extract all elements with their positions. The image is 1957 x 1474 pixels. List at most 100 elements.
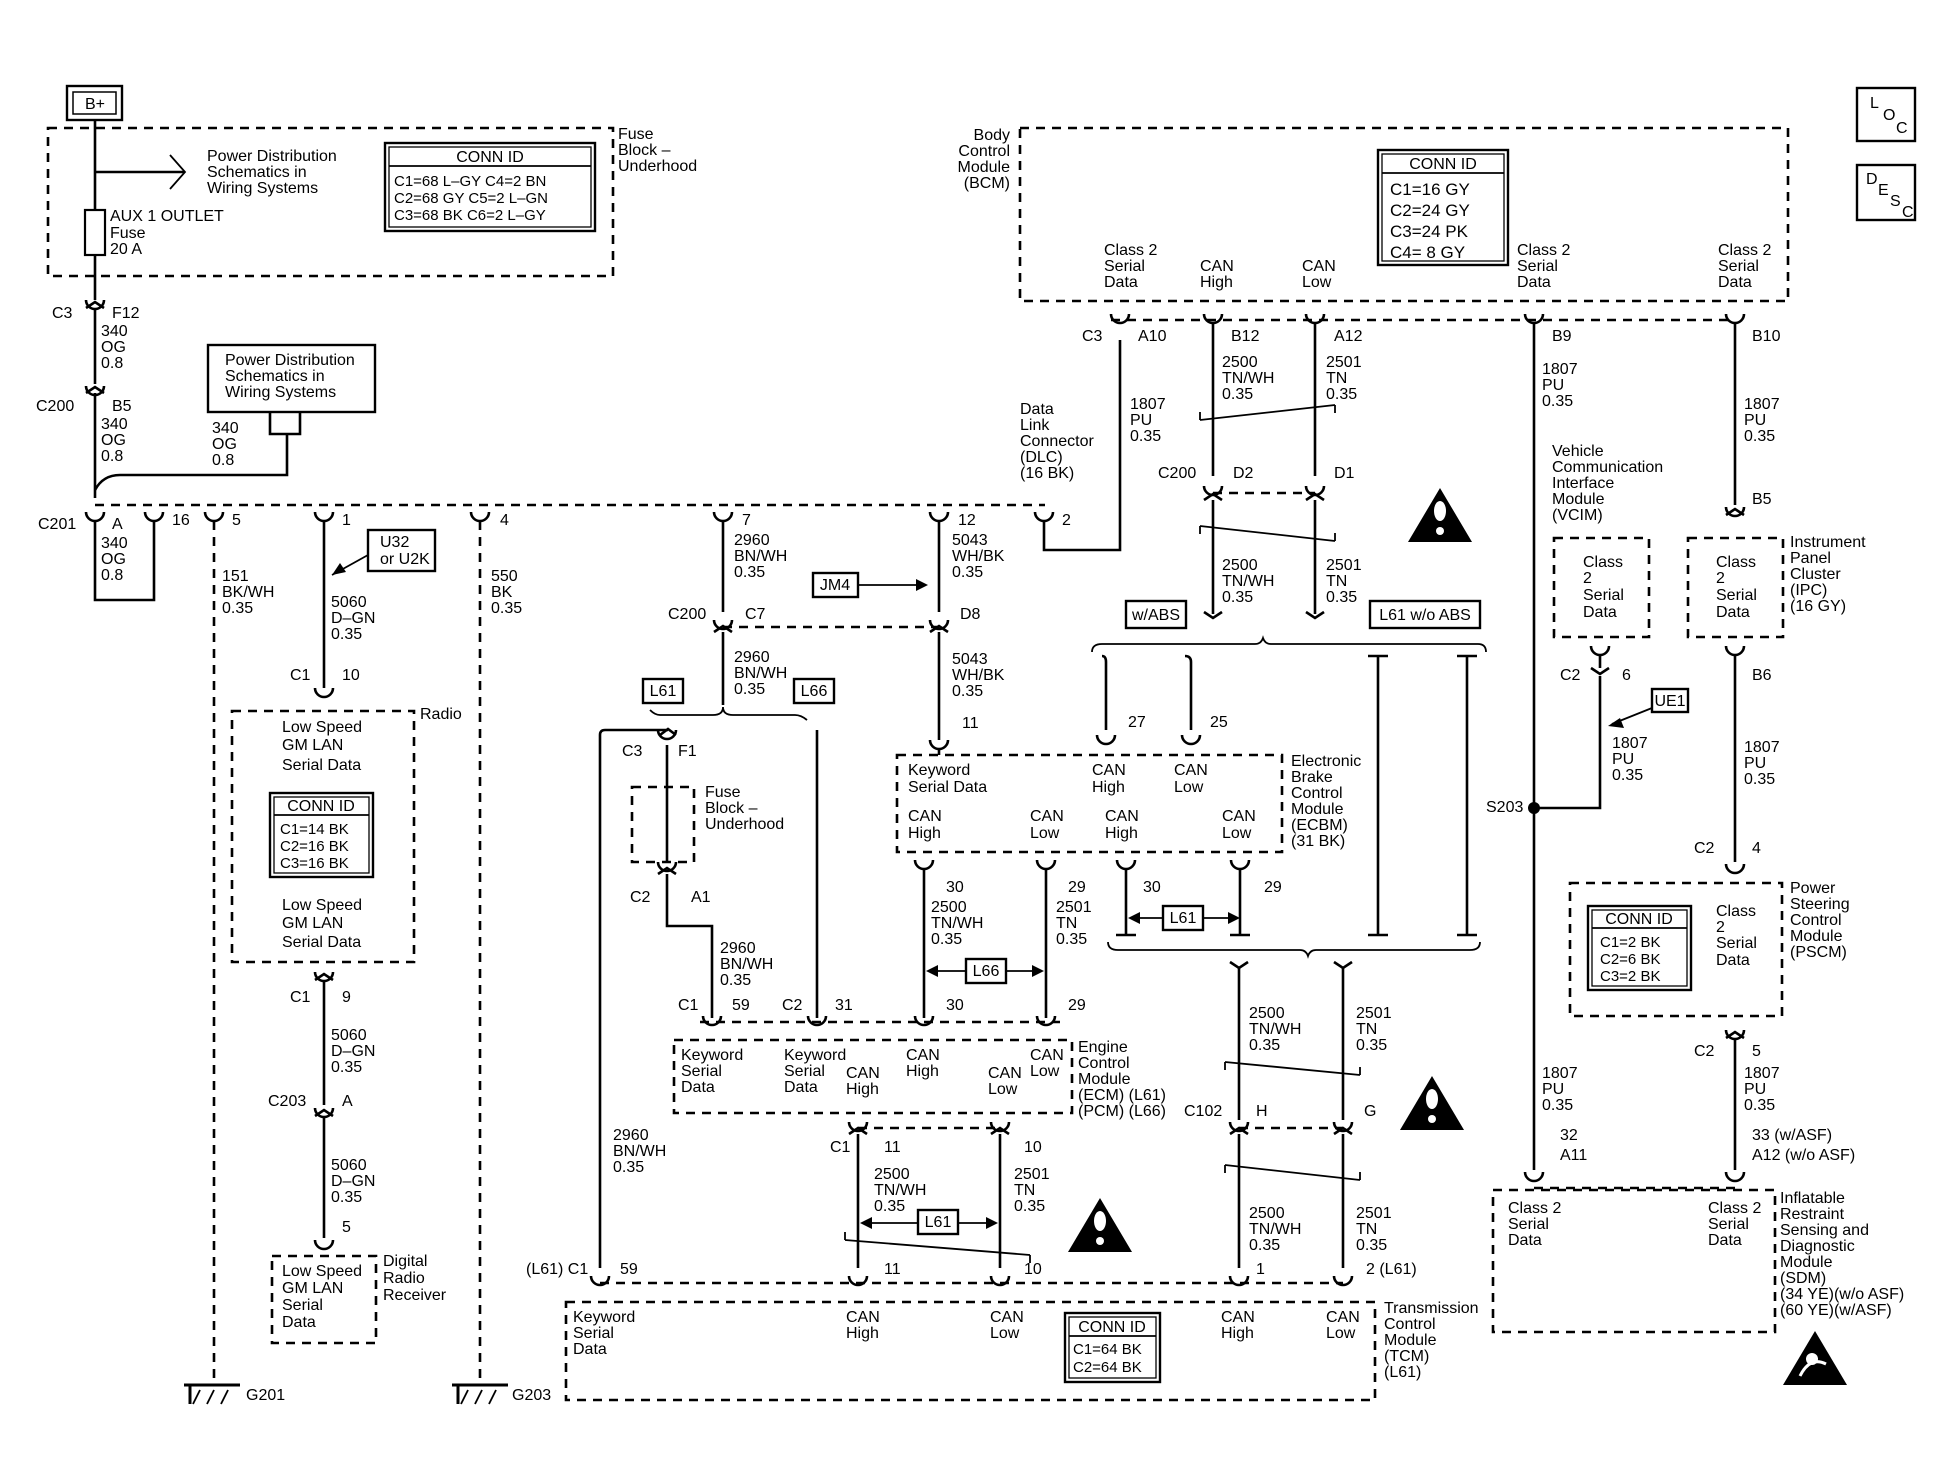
- svg-text:Class: Class: [1583, 554, 1623, 571]
- wire-label: 2500: [1222, 557, 1258, 574]
- wire-label: 5060: [331, 594, 367, 611]
- wire-label: 5043: [952, 651, 988, 668]
- wire-label: 12: [958, 512, 976, 529]
- svg-text:CAN: CAN: [1105, 808, 1139, 825]
- wire-label: WH/BK: [952, 667, 1005, 684]
- pscm-conn-id: CONN ID C1=2 BK C2=6 BK C3=2 BK: [1586, 904, 1693, 992]
- battery-positive-terminal: B+: [65, 84, 124, 122]
- body-control-module: [1018, 126, 1790, 303]
- svg-text:Power Distribution: Power Distribution: [207, 148, 337, 165]
- wire-label: C7: [745, 606, 766, 623]
- ecm-connectors: [701, 1015, 1057, 1027]
- wire-label: PU: [1542, 1081, 1564, 1098]
- wire-label: 30: [1143, 879, 1161, 896]
- wire-label: 0.35: [1744, 428, 1775, 445]
- svg-text:Wiring Systems: Wiring Systems: [225, 384, 336, 401]
- svg-text:Module: Module: [1384, 1332, 1437, 1349]
- svg-text:Control: Control: [958, 143, 1010, 160]
- caution-icon: [1408, 488, 1472, 542]
- bcm-conn-id: CONN ID C1=16 GY C2=24 GY C3=24 PK C4= 8…: [1376, 148, 1510, 267]
- radio-module: [230, 709, 416, 964]
- svg-text:GM LAN: GM LAN: [282, 915, 343, 932]
- svg-text:Class 2: Class 2: [1508, 1200, 1561, 1217]
- svg-text:Power: Power: [1790, 880, 1836, 897]
- wire-label: 59: [732, 997, 750, 1014]
- svg-text:Keyword: Keyword: [573, 1309, 635, 1326]
- svg-text:Schematics in: Schematics in: [225, 368, 325, 385]
- svg-text:Data: Data: [282, 1314, 316, 1331]
- option-tag-l66-b: L66: [926, 957, 1044, 985]
- svg-text:Low Speed: Low Speed: [282, 1263, 362, 1280]
- wire-label: 4: [1752, 840, 1761, 857]
- bcm-pin-can-low: CAN Low: [1302, 258, 1336, 291]
- wire-label: PU: [1744, 755, 1766, 772]
- ecm-pin-can-high-11: CAN High: [846, 1065, 880, 1098]
- wire-label: PU: [1744, 412, 1766, 429]
- option-tag-l61-b: L61: [1128, 904, 1240, 932]
- wire-label: 16: [172, 512, 190, 529]
- wire-label: 0.35: [1326, 589, 1357, 606]
- wire-label: C1: [830, 1139, 851, 1156]
- svg-text:Serial: Serial: [1718, 258, 1759, 275]
- wire-label: 0.35: [1249, 1037, 1280, 1054]
- wire-label: 2501: [1356, 1005, 1392, 1022]
- wire-label: B10: [1752, 328, 1781, 345]
- svg-text:Wiring Systems: Wiring Systems: [207, 180, 318, 197]
- svg-text:Block –: Block –: [705, 800, 758, 817]
- svg-text:D: D: [1866, 171, 1878, 188]
- svg-text:Control: Control: [1078, 1055, 1130, 1072]
- wire-label: TN: [1356, 1221, 1377, 1238]
- wire-label: 2500: [1249, 1205, 1285, 1222]
- wire-label: 27: [1128, 714, 1146, 731]
- svg-text:CONN ID: CONN ID: [456, 149, 524, 166]
- svg-text:Data: Data: [1708, 1232, 1742, 1249]
- pscm-label: Power Steering Control Module (PSCM): [1790, 880, 1850, 961]
- svg-text:GM LAN: GM LAN: [282, 737, 343, 754]
- option-tag-ue1: UE1: [1608, 687, 1690, 728]
- fuse-block-underhood: [46, 126, 615, 278]
- svg-text:Data: Data: [784, 1079, 818, 1096]
- svg-text:or U2K: or U2K: [380, 551, 430, 568]
- wire-label: 2501: [1056, 899, 1092, 916]
- wire-label: S203: [1486, 799, 1523, 816]
- wire-label: C200: [1158, 465, 1196, 482]
- svg-text:CAN: CAN: [1326, 1309, 1360, 1326]
- wire-label: C201: [38, 516, 76, 533]
- svg-text:Serial: Serial: [784, 1063, 825, 1080]
- svg-text:CAN: CAN: [1200, 258, 1234, 275]
- wire-label: TN: [1056, 915, 1077, 932]
- fuse-block-label: Fuse Block – Underhood: [618, 126, 697, 175]
- svg-text:Serial Data: Serial Data: [282, 934, 361, 951]
- svg-text:Data: Data: [1104, 274, 1138, 291]
- wire-label: H: [1256, 1103, 1268, 1120]
- svg-text:Low: Low: [1174, 779, 1204, 796]
- svg-text:Class 2: Class 2: [1517, 242, 1570, 259]
- wire-label: D–GN: [331, 610, 375, 627]
- wire-label: 59: [620, 1261, 638, 1278]
- pscm-pin: Class 2 Serial Data: [1716, 903, 1757, 969]
- wire-label: C2: [630, 889, 651, 906]
- wire-label: 4: [500, 512, 509, 529]
- bcm-connectors: [1109, 313, 1746, 325]
- wire-label: 0.8: [101, 567, 123, 584]
- wire-label: 25: [1210, 714, 1228, 731]
- wire-label: 340: [101, 323, 128, 340]
- svg-text:C2=68 GY C5=2 L–GN: C2=68 GY C5=2 L–GN: [394, 190, 548, 207]
- wire-label: 2960: [613, 1127, 649, 1144]
- svg-text:C: C: [1896, 120, 1908, 137]
- svg-text:Class: Class: [1716, 554, 1756, 571]
- wire-label: PU: [1130, 412, 1152, 429]
- sdm-pin-a12: Class 2 Serial Data: [1708, 1200, 1761, 1249]
- wire-label: A: [342, 1093, 353, 1110]
- svg-text:Brake: Brake: [1291, 769, 1333, 786]
- wire-label: 11: [962, 715, 979, 732]
- drr-pin: Low Speed GM LAN Serial Data: [282, 1263, 362, 1331]
- transmission-control-module: [564, 1300, 1377, 1402]
- wire-label: BN/WH: [613, 1143, 666, 1160]
- wire-label: TN: [1356, 1021, 1377, 1038]
- wire-label: BN/WH: [734, 548, 787, 565]
- svg-text:U32: U32: [380, 534, 409, 551]
- svg-text:(34 YE)(w/o ASF): (34 YE)(w/o ASF): [1780, 1286, 1904, 1303]
- svg-text:Control: Control: [1790, 912, 1842, 929]
- wire-label: 1: [1256, 1261, 1265, 1278]
